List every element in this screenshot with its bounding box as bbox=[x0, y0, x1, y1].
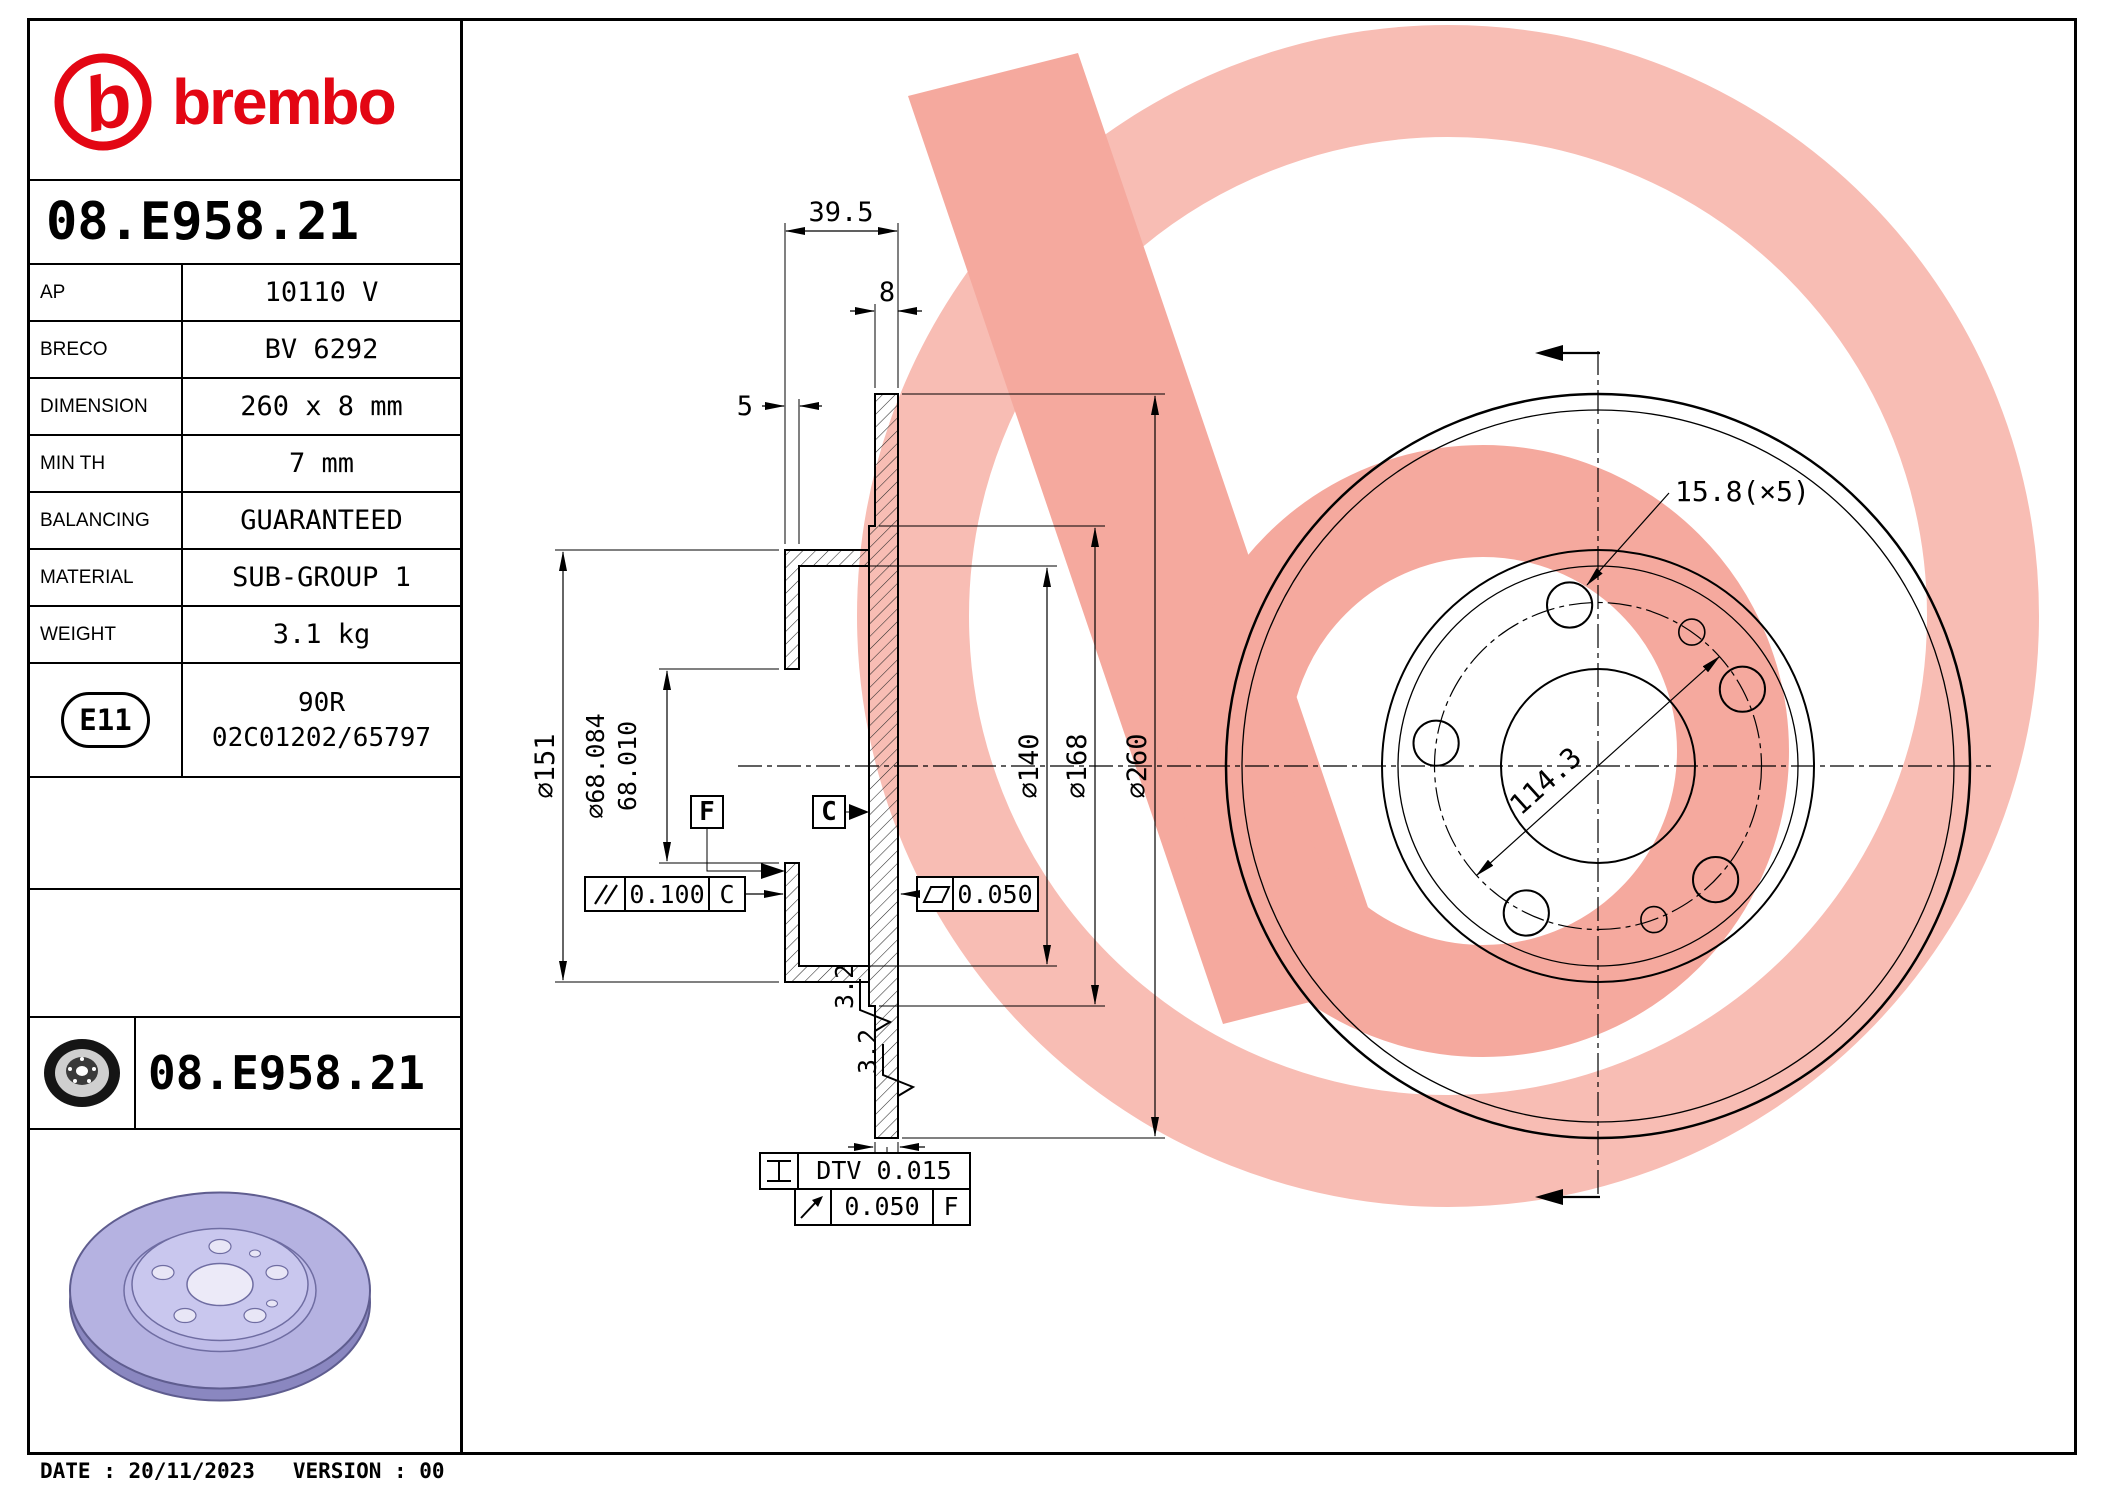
runout-value: 0.050 bbox=[844, 1192, 919, 1221]
homologation-line2: 02C01202/65797 bbox=[211, 722, 432, 753]
spec-label: MIN TH bbox=[30, 436, 183, 491]
homologation-line1: 90R bbox=[298, 687, 345, 718]
engineering-drawing: 39.5 8 5 ∅151 ∅68.084 68.010 ∅140 ∅168 ∅… bbox=[530, 25, 2039, 1226]
dtv-tolerance-frame: DTV 0.015 bbox=[759, 1152, 971, 1190]
disc-3d-image bbox=[30, 1130, 460, 1457]
dtv-symbol bbox=[767, 1160, 791, 1182]
e11-badge: E11 bbox=[61, 692, 150, 748]
flatness-value: 0.050 bbox=[957, 880, 1032, 909]
spec-panel: b brembo 08.E958.21 AP 10110 V BRECO BV … bbox=[30, 21, 463, 1452]
table-row: BRECO BV 6292 bbox=[30, 322, 460, 379]
brand-header: b brembo bbox=[30, 21, 460, 181]
parallelism-datum: C bbox=[719, 880, 734, 909]
spec-value: 7 mm bbox=[288, 448, 355, 479]
drawing-sheet: b brembo 08.E958.21 AP 10110 V BRECO BV … bbox=[27, 18, 2077, 1455]
dia-bore-min: 68.010 bbox=[613, 721, 642, 811]
table-row: BALANCING GUARANTEED bbox=[30, 493, 460, 550]
roughness-mark-2: 3.2 bbox=[853, 1029, 916, 1097]
spec-label: BRECO bbox=[30, 322, 183, 377]
drawing-area: 39.5 8 5 ∅151 ∅68.084 68.010 ∅140 ∅168 ∅… bbox=[463, 21, 2074, 1452]
table-row: AP 10110 V bbox=[30, 265, 460, 322]
dim-hat-thickness: 5 bbox=[737, 391, 753, 422]
view-arrow-bottom bbox=[1535, 1189, 1600, 1205]
empty-cell bbox=[30, 890, 460, 1018]
bolt-hole-label: 15.8(×5) bbox=[1675, 475, 1810, 508]
runout-tolerance-frame: 0.050 F bbox=[794, 1188, 971, 1226]
spec-value: 10110 V bbox=[264, 277, 379, 308]
datum-c-label: C bbox=[821, 797, 837, 827]
runout-datum: F bbox=[943, 1192, 958, 1221]
dim-thickness: 8 bbox=[879, 277, 895, 308]
table-row: MIN TH 7 mm bbox=[30, 436, 460, 493]
roughness-mark-1: 3.2 bbox=[830, 964, 893, 1032]
dia-inner: ∅140 bbox=[1014, 733, 1045, 798]
spec-value: GUARANTEED bbox=[240, 505, 403, 536]
spec-value: 260 x 8 mm bbox=[240, 391, 403, 422]
parallelism-value: 0.100 bbox=[629, 880, 704, 909]
dia-bore-max: ∅68.084 bbox=[581, 713, 610, 818]
part-number: 08.E958.21 bbox=[30, 181, 460, 265]
bolt-holes bbox=[1412, 581, 1767, 937]
flatness-symbol bbox=[922, 886, 951, 903]
dia-outer: ∅260 bbox=[1122, 733, 1153, 798]
view-arrow-top bbox=[1535, 345, 1600, 361]
flatness-tolerance-frame: 0.050 bbox=[900, 876, 1039, 912]
parallelism-symbol bbox=[594, 884, 618, 905]
table-row: DIMENSION 260 x 8 mm bbox=[30, 379, 460, 436]
extension-lines bbox=[555, 223, 1165, 1153]
spec-label: WEIGHT bbox=[30, 607, 183, 662]
roughness-value-1: 3.2 bbox=[830, 964, 859, 1009]
spec-label: DIMENSION bbox=[30, 379, 183, 434]
part-number-repeat-row: 08.E958.21 bbox=[30, 1018, 460, 1130]
table-row: WEIGHT 3.1 kg bbox=[30, 607, 460, 664]
brembo-watermark bbox=[857, 25, 2039, 1207]
dimension-lines bbox=[559, 227, 1159, 1151]
datum-f-label: F bbox=[699, 797, 715, 827]
part-number-text: 08.E958.21 bbox=[46, 192, 360, 252]
dtv-value: DTV 0.015 bbox=[816, 1156, 951, 1185]
spec-value: SUB-GROUP 1 bbox=[232, 562, 411, 593]
dia-hat: ∅151 bbox=[530, 733, 561, 798]
datum-c: C bbox=[812, 795, 869, 829]
parallelism-tolerance-frame: 0.100 C bbox=[584, 876, 784, 912]
brand-wordmark: brembo bbox=[172, 66, 397, 138]
dim-total-width: 39.5 bbox=[808, 197, 873, 228]
brembo-logo-icon: b bbox=[54, 53, 152, 151]
section-view: 39.5 8 5 ∅151 ∅68.084 68.010 ∅140 ∅168 ∅… bbox=[530, 197, 1165, 1226]
spec-label: MATERIAL bbox=[30, 550, 183, 605]
datum-f: F bbox=[690, 795, 785, 879]
empty-cell bbox=[30, 778, 460, 890]
disc-3d-render bbox=[69, 1191, 371, 1402]
table-row: MATERIAL SUB-GROUP 1 bbox=[30, 550, 460, 607]
spec-value: 3.1 kg bbox=[272, 619, 371, 650]
dia-step: ∅168 bbox=[1062, 733, 1093, 798]
spec-label: AP bbox=[30, 265, 183, 320]
roughness-value-2: 3.2 bbox=[853, 1029, 882, 1074]
footer-date-version: DATE : 20/11/2023 VERSION : 00 bbox=[40, 1459, 445, 1483]
spec-value: BV 6292 bbox=[264, 334, 379, 365]
runout-symbol bbox=[800, 1196, 823, 1219]
brake-disc-icon bbox=[44, 1039, 120, 1107]
bolt-hole-callout: 15.8(×5) bbox=[1586, 475, 1810, 586]
pcd-value: 114.3 bbox=[1503, 740, 1588, 821]
spec-label: BALANCING bbox=[30, 493, 183, 548]
homologation-row: E11 90R 02C01202/65797 bbox=[30, 664, 460, 778]
part-number-text: 08.E958.21 bbox=[148, 1046, 425, 1100]
